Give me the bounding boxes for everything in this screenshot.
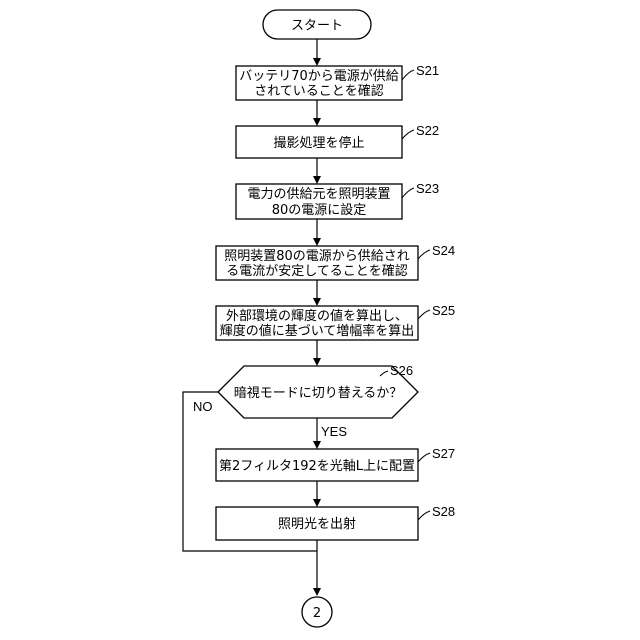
yes-label: YES <box>321 424 347 439</box>
step-s23: 電力の供給元を照明装置 80の電源に設定 <box>236 184 402 219</box>
step-text-line: バッテリ70から電源が供給 <box>239 69 399 84</box>
arrowhead <box>313 298 321 306</box>
arrowhead <box>313 499 321 507</box>
step-label-s27: S27 <box>432 446 455 461</box>
step-s22: 撮影処理を停止 <box>236 126 402 158</box>
step-text-line: されていることを確認 <box>254 83 384 99</box>
step-label-s23: S23 <box>416 181 439 196</box>
step-text-line: 第2フィルタ192を光軸L上に配置 <box>219 459 415 474</box>
step-label-s22: S22 <box>416 123 439 138</box>
step-text-line: る電流が安定してることを確認 <box>226 263 408 279</box>
leader-line <box>418 453 430 462</box>
decision-text: 暗視モードに切り替えるか？ <box>234 386 403 401</box>
step-label-s25: S25 <box>432 303 455 318</box>
connector-circle: 2 <box>302 597 332 627</box>
arrowhead <box>313 358 321 366</box>
step-label-s24: S24 <box>432 243 455 258</box>
step-text-line: 輝度の値に基づいて増幅率を算出 <box>220 323 415 339</box>
leader-line <box>418 511 430 520</box>
no-label: NO <box>193 399 213 414</box>
step-s21: バッテリ70から電源が供給 されていることを確認 <box>236 66 402 100</box>
start-terminal: スタート <box>263 10 371 39</box>
leader-line <box>418 250 430 259</box>
arrowhead <box>313 176 321 184</box>
step-s28: 照明光を出射 <box>216 507 418 540</box>
arrowhead <box>313 58 321 66</box>
step-text-line: 照明装置80の電源から供給され <box>224 249 410 264</box>
step-text-line: 撮影処理を停止 <box>273 135 364 151</box>
leader-line <box>402 188 414 198</box>
arrowhead <box>313 588 321 596</box>
step-s24: 照明装置80の電源から供給され る電流が安定してることを確認 <box>216 246 418 280</box>
leader-line <box>402 130 414 139</box>
step-s27: 第2フィルタ192を光軸L上に配置 <box>216 449 418 481</box>
arrowhead <box>313 118 321 126</box>
leader-line <box>418 310 430 319</box>
step-text-line: 80の電源に設定 <box>272 202 367 218</box>
step-text-line: 電力の供給元を照明装置 <box>247 187 390 202</box>
decision-s26: 暗視モードに切り替えるか？ <box>218 366 418 418</box>
arrowhead <box>313 238 321 246</box>
step-s25: 外部環境の輝度の値を算出し、 輝度の値に基づいて増幅率を算出 <box>216 306 418 340</box>
step-label-s26: S26 <box>390 363 413 378</box>
leader-line <box>402 70 414 80</box>
connector-text: 2 <box>313 606 321 621</box>
arrowhead <box>313 441 321 449</box>
step-text-line: 照明光を出射 <box>278 516 356 532</box>
step-label-s21: S21 <box>416 63 439 78</box>
step-label-s28: S28 <box>432 504 455 519</box>
start-text: スタート <box>291 19 343 34</box>
step-text-line: 外部環境の輝度の値を算出し、 <box>226 308 408 324</box>
